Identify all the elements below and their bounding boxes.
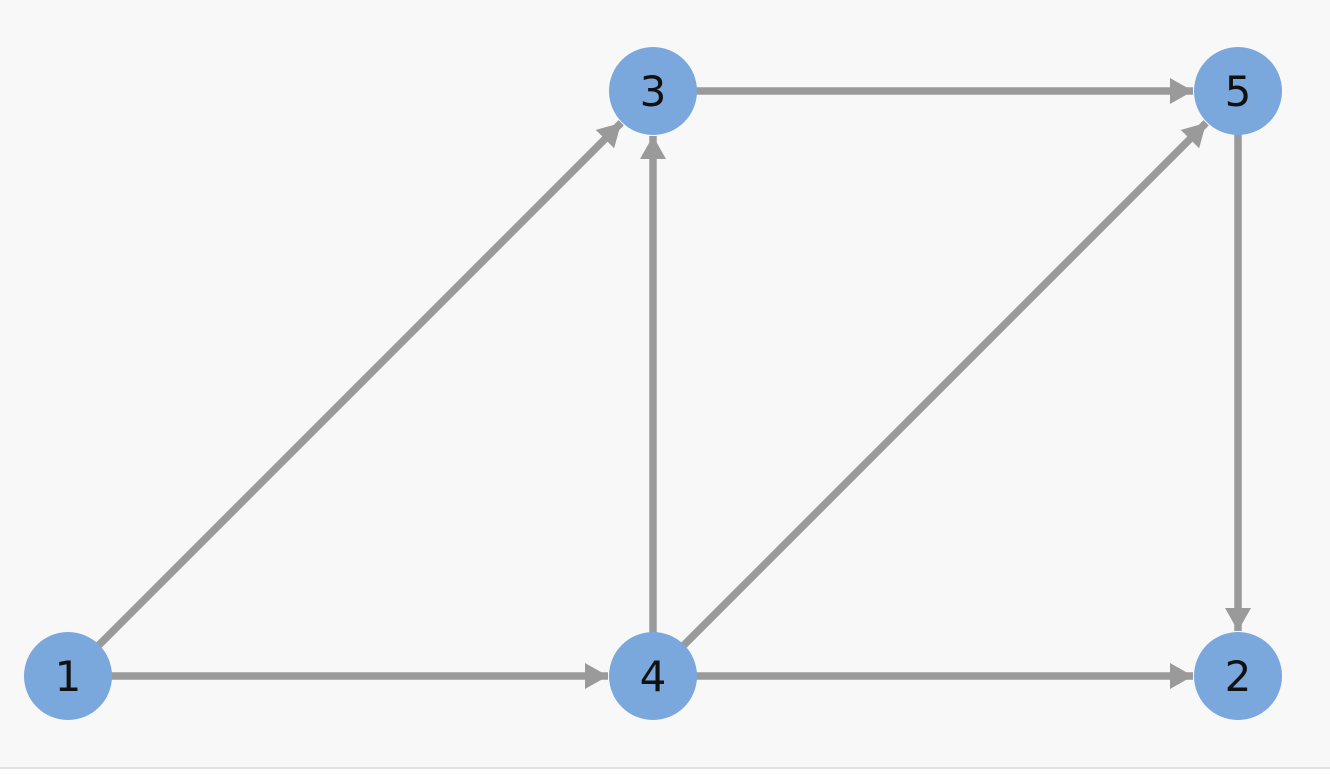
graph-node-1: 1 [24, 632, 112, 720]
node-label-3: 3 [640, 67, 667, 116]
node-label-1: 1 [55, 652, 82, 701]
graph-node-3: 3 [609, 47, 697, 135]
node-circle-3 [609, 47, 697, 135]
node-label-5: 5 [1225, 67, 1252, 116]
node-circle-5 [1194, 47, 1282, 135]
graph-node-2: 2 [1194, 632, 1282, 720]
graph-node-5: 5 [1194, 47, 1282, 135]
node-circle-4 [609, 632, 697, 720]
edge-4-to-5 [650, 120, 1209, 679]
edge-1-to-3 [65, 120, 624, 679]
node-circle-1 [24, 632, 112, 720]
node-label-2: 2 [1225, 652, 1252, 701]
graph-node-4: 4 [609, 632, 697, 720]
bottom-divider [0, 767, 1330, 775]
node-circle-2 [1194, 632, 1282, 720]
node-label-4: 4 [640, 652, 667, 701]
